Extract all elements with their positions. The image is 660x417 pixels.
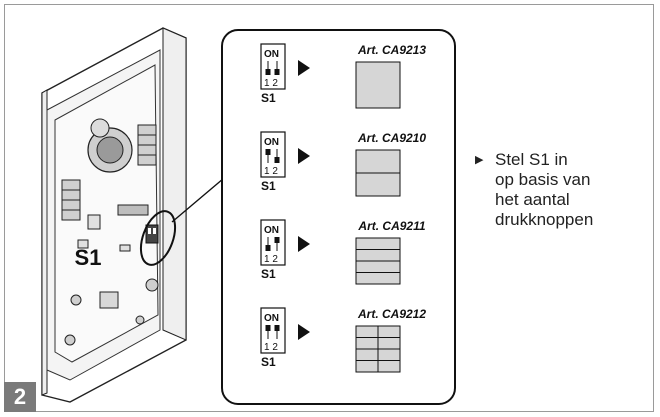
- dip-switch-box: [260, 219, 286, 266]
- dip-lever: [265, 149, 271, 155]
- arrow-icon: [298, 60, 310, 76]
- dip-on-label: ON: [264, 49, 279, 60]
- arrow-icon: [298, 324, 310, 340]
- instruction-text: Stel S1 in op basis van het aantal drukk…: [495, 150, 645, 230]
- configuration-row: ON 1 2 S1 Art. CA9210: [260, 131, 426, 197]
- dip-position-numbers: 1 2: [264, 78, 278, 89]
- instruction-note: ▶ Stel S1 in op basis van het aantal dru…: [475, 150, 645, 230]
- figure-frame: [4, 4, 654, 412]
- dip-position-numbers: 1 2: [264, 254, 278, 265]
- dip-switch-name: S1: [261, 91, 276, 105]
- configuration-row: ON 1 2 S1 Art. CA9212: [260, 307, 426, 373]
- dip-on-label: ON: [264, 313, 279, 324]
- push-button-plate: [355, 61, 401, 109]
- dip-switch-name: S1: [261, 355, 276, 369]
- dip-lever: [265, 245, 271, 251]
- device-switch-label: S1: [75, 245, 102, 270]
- article-code: Art. CA9211: [357, 219, 425, 233]
- dip-lever: [265, 325, 271, 331]
- dip-switch-box: [260, 131, 286, 178]
- configuration-callout-panel: [221, 29, 456, 405]
- dip-lever: [274, 69, 280, 75]
- instruction-line: Stel S1 in: [495, 150, 568, 169]
- dip-switch-name: S1: [261, 267, 276, 281]
- instruction-line: het aantal: [495, 190, 570, 209]
- dip-switch-box: [260, 307, 286, 354]
- dip-switch-name: S1: [261, 179, 276, 193]
- figure-number-badge: 2: [4, 382, 36, 412]
- dip-lever: [265, 69, 271, 75]
- arrow-icon: [298, 148, 310, 164]
- article-code: Art. CA9210: [357, 131, 426, 145]
- intercom-device-illustration: [41, 27, 231, 403]
- article-code: Art. CA9212: [357, 307, 426, 321]
- instruction-line: op basis van: [495, 170, 591, 189]
- instruction-line: drukknoppen: [495, 210, 594, 229]
- configuration-row: ON 1 2 S1 Art. CA9211: [260, 219, 426, 285]
- bullet-arrow-icon: ▶: [475, 154, 484, 166]
- dip-position-numbers: 1 2: [264, 166, 278, 177]
- article-code: Art. CA9213: [357, 43, 426, 57]
- dip-on-label: ON: [264, 225, 279, 236]
- dip-position-numbers: 1 2: [264, 342, 278, 353]
- dip-on-label: ON: [264, 137, 279, 148]
- dip-switch-box: [260, 43, 286, 90]
- dip-lever: [274, 325, 280, 331]
- dip-lever: [274, 237, 280, 243]
- arrow-icon: [298, 236, 310, 252]
- dip-lever: [274, 157, 280, 163]
- configuration-row: ON 1 2 S1 Art. CA9213: [260, 43, 426, 109]
